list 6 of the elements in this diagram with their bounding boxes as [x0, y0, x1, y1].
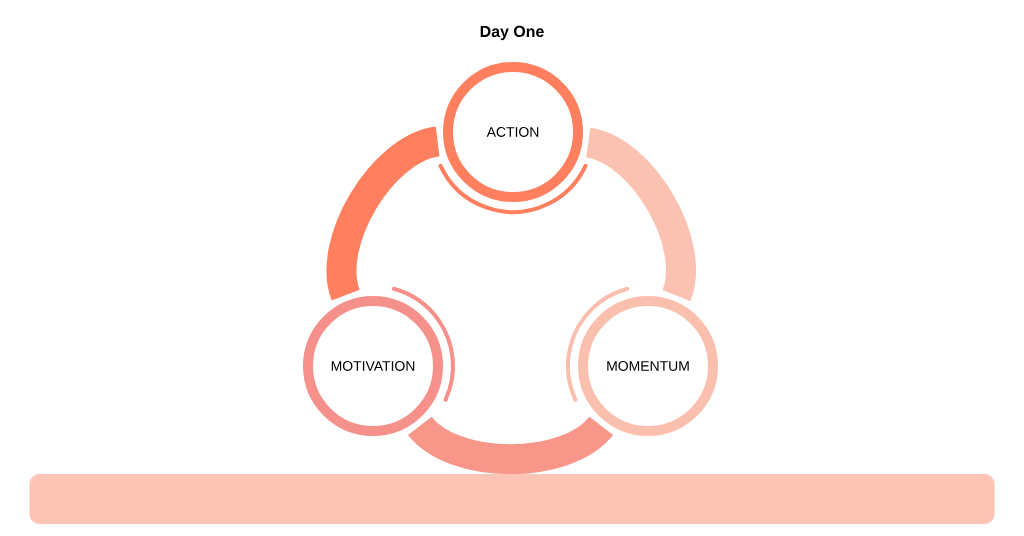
circle-node: MOTIVATION: [303, 296, 443, 436]
title: Day One: [480, 25, 544, 41]
banner-bar: [29, 474, 995, 524]
circle-node: ACTION: [443, 62, 583, 202]
cycle-arc: [409, 415, 612, 475]
circle-node: MOMENTUM: [578, 296, 718, 436]
